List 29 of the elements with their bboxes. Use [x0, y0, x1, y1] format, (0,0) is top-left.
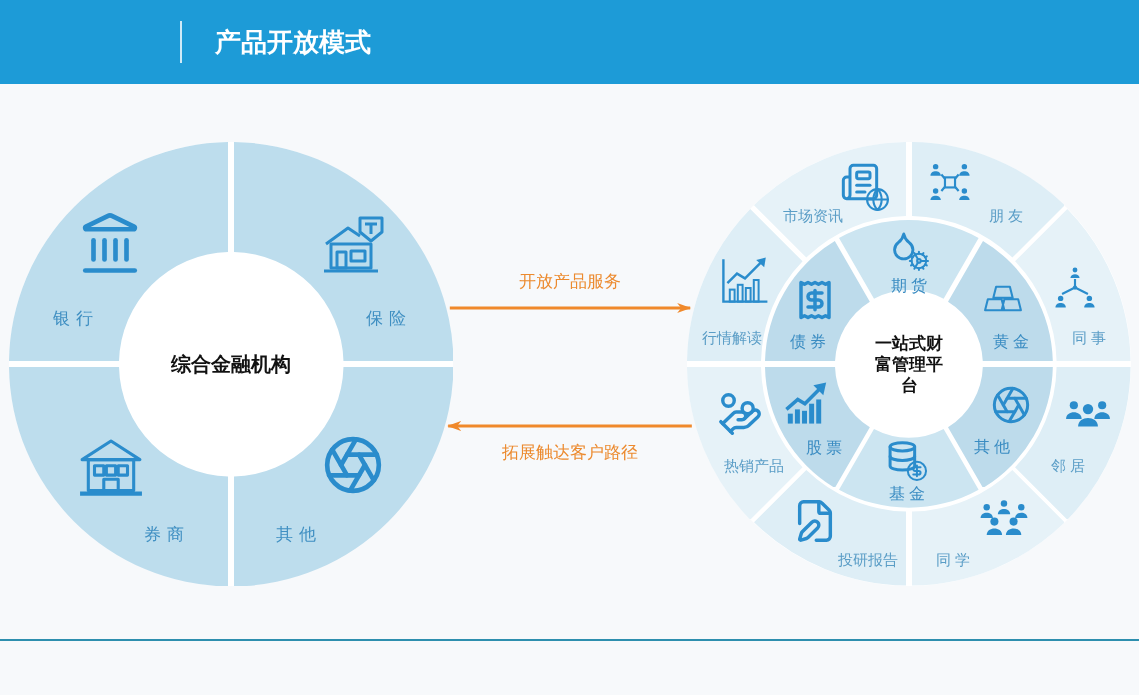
ring-segment: [753, 142, 907, 258]
arrow: [449, 303, 692, 313]
segment-label: 保险: [365, 309, 412, 327]
segment-label: 黄金: [992, 334, 1032, 350]
center-label: 综合金融机构: [171, 351, 291, 377]
segment-label: 同事: [1070, 329, 1111, 345]
segment-label: 投研报告: [838, 551, 898, 567]
segment-label: 基金: [888, 486, 928, 502]
segment-label: 邻居: [1049, 457, 1090, 473]
segment-label: 热销产品: [724, 457, 784, 473]
ring-segment: [687, 366, 803, 520]
page-title: 产品开放模式: [215, 26, 371, 58]
ring-segment: [911, 142, 1065, 258]
segment-label: 其他: [973, 439, 1013, 455]
segment-label: 同学: [934, 551, 975, 567]
arrow: [447, 421, 692, 431]
segment-label: 其他: [275, 525, 322, 543]
center-label: 一站式财富管理平台: [874, 332, 944, 396]
segment-label: 朋友: [987, 207, 1028, 223]
segment-label: 银行: [52, 309, 99, 327]
segment-label: 券商: [143, 525, 190, 543]
ring-segment: [948, 240, 1053, 362]
segment-label: 行情解读: [702, 329, 762, 345]
segment-label: 股票: [805, 440, 845, 456]
ring-segment: [948, 366, 1053, 488]
segment-label: 债券: [789, 334, 829, 350]
segment-label: 期货: [890, 278, 930, 294]
segment-label: 市场资讯: [783, 207, 843, 223]
ring-segment: [1015, 366, 1131, 520]
